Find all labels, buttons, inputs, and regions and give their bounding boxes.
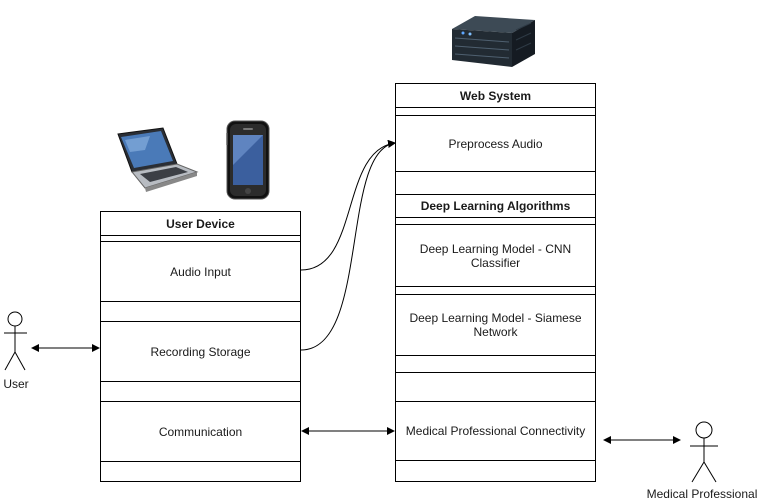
divider (101, 301, 300, 302)
divider (396, 294, 595, 295)
deep-learning-title: Deep Learning Algorithms (420, 199, 571, 213)
divider (101, 321, 300, 322)
divider (101, 461, 300, 462)
user-stick-figure-icon (4, 311, 27, 371)
cnn-model-row: Deep Learning Model - CNN Classifier (419, 241, 572, 270)
user-device-box: User Device Audio Input Recording Storag… (100, 211, 301, 482)
divider (101, 241, 300, 242)
divider (396, 217, 595, 218)
web-system-title: Web System (459, 88, 532, 103)
user-label: User (3, 377, 29, 391)
divider (396, 171, 595, 172)
divider (101, 235, 300, 236)
arrow-storage-to-preprocess (300, 139, 396, 351)
web-system-box: Web System Preprocess Audio Deep Learnin… (395, 83, 596, 482)
siamese-model-row: Deep Learning Model - Siamese Network (409, 311, 582, 339)
laptop-icon (117, 127, 199, 192)
divider (396, 401, 595, 402)
medical-connectivity-row: Medical Professional Connectivity (405, 424, 586, 438)
divider (396, 355, 595, 356)
divider (101, 401, 300, 402)
divider (396, 224, 595, 225)
audio-input-row: Audio Input (170, 264, 231, 279)
divider (396, 115, 595, 116)
divider (396, 286, 595, 287)
divider (396, 107, 595, 108)
divider (396, 460, 595, 461)
recording-storage-row: Recording Storage (150, 344, 251, 359)
divider (101, 381, 300, 382)
communication-row: Communication (158, 424, 243, 439)
server-icon (452, 16, 535, 67)
medical-professional-stick-figure-icon (690, 421, 718, 483)
divider (396, 372, 595, 373)
arrow-audio-to-preprocess (300, 139, 396, 271)
divider (396, 194, 595, 195)
smartphone-icon (226, 120, 270, 200)
user-device-title: User Device (166, 216, 235, 231)
medical-professional-label: Medical Professional (646, 487, 758, 501)
preprocess-audio-row: Preprocess Audio (448, 136, 543, 151)
